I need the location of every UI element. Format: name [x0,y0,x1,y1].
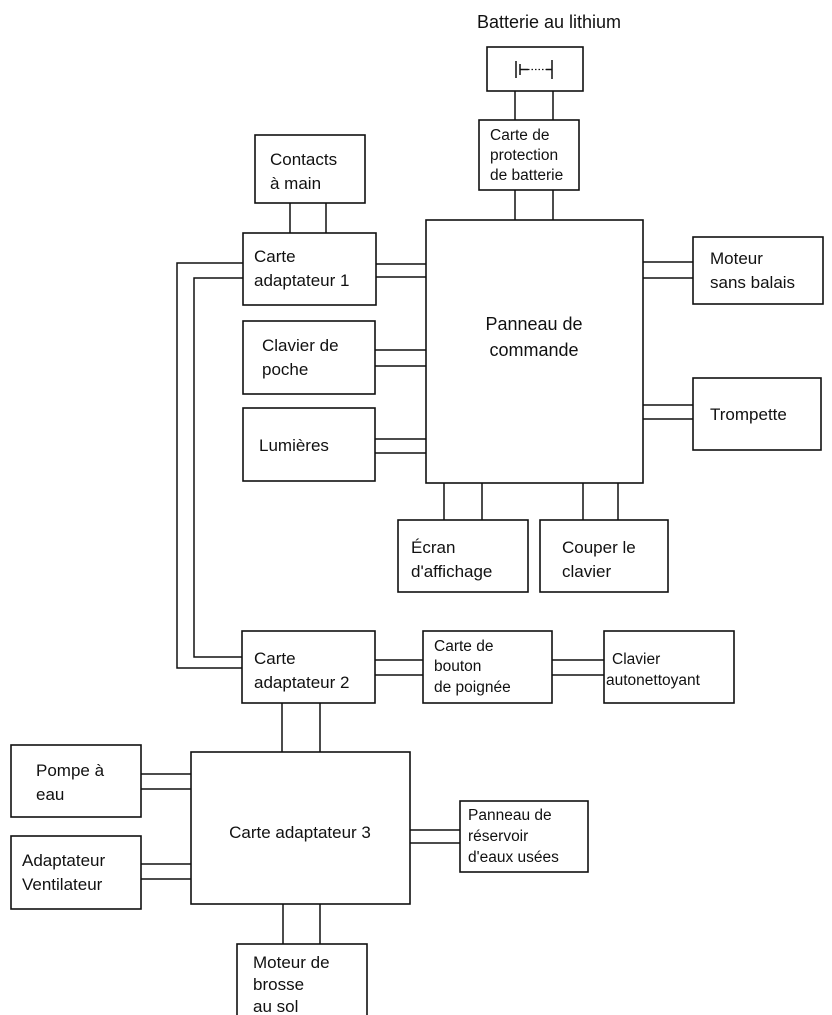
adapter-board-2: Carte adaptateur 2 [241,630,376,704]
lights-label: Lumières [259,436,329,455]
pocket-keypad-line-1: Clavier de [262,336,339,355]
self-cleaning-keypad-line-2: autonettoyant [606,672,701,689]
waste-tank-line-2: réservoir [468,828,528,845]
display-screen-line-1: Écran [411,538,455,557]
floor-brush-line-2: brosse [253,975,304,994]
adapter-board-3-label: Carte adaptateur 3 [229,823,371,842]
waste-tank-panel-block: Panneau de réservoir d'eaux usées [459,800,589,873]
adapter-board-1-line-1: Carte [254,247,296,266]
adapter-board-2-line-2: adaptateur 2 [254,673,349,692]
control-panel-line-2: commande [489,340,578,360]
cut-keypad-line-1: Couper le [562,538,636,557]
brushless-motor-line-2: sans balais [710,273,795,292]
self-cleaning-keypad-line-1: Clavier [612,651,660,668]
hand-contacts-line-2: à main [270,174,321,193]
control-panel-line-1: Panneau de [485,314,582,334]
lights-block: Lumières [242,407,376,482]
floor-brush-line-1: Moteur de [253,953,330,972]
adapter-board-1-line-2: adaptateur 1 [254,271,349,290]
hand-contacts-block: Contacts à main [254,134,366,204]
floor-brush-motor-block: Moteur de brosse au sol [236,943,368,1015]
fan-adapter-line-1: Adaptateur [22,851,106,870]
display-screen-line-2: d'affichage [411,562,492,581]
floor-brush-line-3: au sol [253,997,298,1015]
horn-block: Trompette [692,377,822,451]
handle-button-board: Carte de bouton de poignée [422,630,553,704]
battery-label: Batterie au lithium [477,12,621,32]
self-cleaning-keypad-block: Clavier autonettoyant [603,630,735,704]
battery-protection-line-2: protection [490,147,558,164]
pocket-keypad-line-2: poche [262,360,308,379]
handle-button-line-2: bouton [434,658,481,675]
water-pump-block: Pompe à eau [10,744,142,818]
water-pump-line-1: Pompe à [36,761,105,780]
water-pump-line-2: eau [36,785,64,804]
fan-adapter-line-2: Ventilateur [22,875,103,894]
battery-protection-board: Carte de protection de batterie [478,119,580,191]
control-panel: Panneau de commande [425,219,644,484]
waste-tank-line-3: d'eaux usées [468,849,559,866]
connection-wires [141,91,693,944]
adapter-board-3: Carte adaptateur 3 [190,751,411,905]
adapter-board-2-line-1: Carte [254,649,296,668]
handle-button-line-1: Carte de [434,638,493,655]
brushless-motor-block: Moteur sans balais [692,236,824,305]
display-screen-block: Écran d'affichage [397,519,529,593]
battery-protection-line-1: Carte de [490,127,549,144]
battery-icon [515,60,553,79]
handle-button-line-3: de poignée [434,679,511,696]
battery-protection-line-3: de batterie [490,167,563,184]
adapter-board-1: Carte adaptateur 1 [242,232,377,306]
hand-contacts-line-1: Contacts [270,150,337,169]
waste-tank-line-1: Panneau de [468,807,552,824]
brushless-motor-line-1: Moteur [710,249,763,268]
pocket-keypad-block: Clavier de poche [242,320,376,395]
cut-keypad-block: Couper le clavier [539,519,669,593]
cut-keypad-line-2: clavier [562,562,611,581]
horn-label: Trompette [710,405,787,424]
fan-adapter-block: Adaptateur Ventilateur [10,835,142,910]
lithium-battery [486,46,584,92]
